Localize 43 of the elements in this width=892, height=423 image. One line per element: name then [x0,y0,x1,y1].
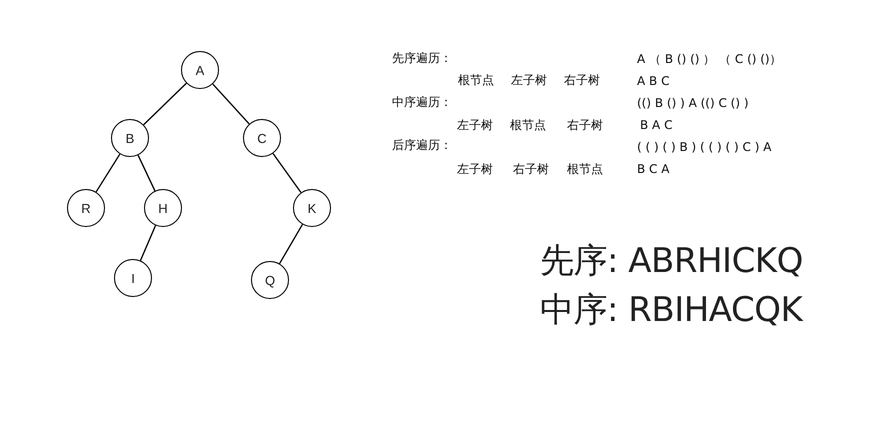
traversal-text: 根节点 [458,74,494,86]
traversal-text: 中序遍历： [392,96,452,108]
node-label: R [81,200,91,216]
traversal-text: B A C [640,119,672,131]
traversal-text: B C A [637,163,670,175]
tree-node-circle [251,261,289,299]
traversal-text: 根节点 [510,119,546,131]
traversal-text: (() B () ) A (() C () ) [637,97,749,109]
traversal-text: 右子树 [513,163,549,175]
traversal-text: 先序遍历： [392,52,452,64]
tree-edge [143,82,187,126]
traversal-result: 先序: ABRHICKQ [540,244,803,278]
tree-edge [279,224,303,264]
traversal-text: A （ B () () ） （ C () ()） [637,53,782,65]
node-label: K [308,200,316,216]
traversal-text: 后序遍历： [392,139,452,151]
node-label: Q [264,272,276,288]
tree-edge [272,153,302,193]
tree-edge [138,154,156,192]
node-label: A [196,62,204,78]
tree-edge [140,225,156,261]
traversal-result: 中序: RBIHACQK [540,293,802,327]
tree-node-circle [111,119,149,157]
traversal-text: A B C [637,75,670,87]
node-label: C [257,130,267,146]
tree-node-circle [293,189,331,227]
traversal-text: 左子树 [457,163,493,175]
traversal-text: 左子树 [457,119,493,131]
tree-node-circle [114,259,152,297]
traversal-text: 右子树 [567,119,603,131]
traversal-text: 根节点 [567,163,603,175]
node-label: H [158,200,168,216]
tree-node-circle [243,119,281,157]
traversal-text: 左子树 [511,74,547,86]
tree-edge [212,84,250,124]
tree-node-circle [144,189,182,227]
traversal-text: 右子树 [564,74,600,86]
tree-node-circle [181,51,219,89]
tree-edge [96,154,120,192]
node-label: B [126,130,134,146]
traversal-text: ( ( ) ( ) B ) ( ( ) ( ) C ) A [637,141,772,153]
tree-node-circle [67,189,105,227]
node-label: I [131,270,135,286]
